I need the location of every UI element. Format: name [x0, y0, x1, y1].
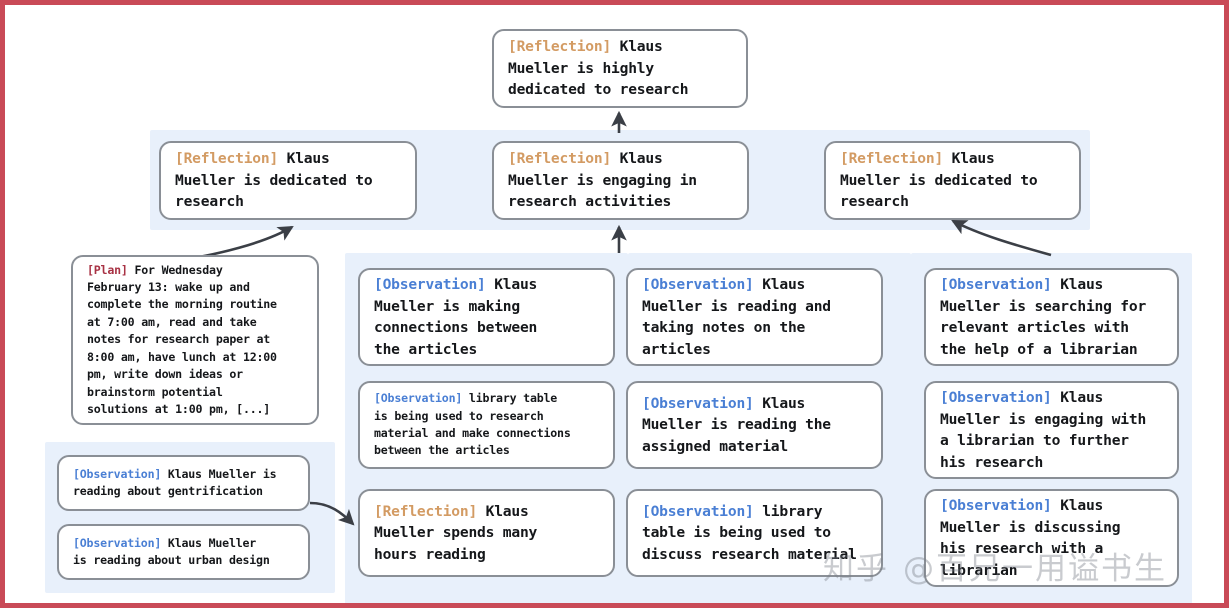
observation-tag: [Observation] — [642, 276, 754, 293]
column-3-item-2[interactable]: [Observation] Klaus Mueller is engaging … — [924, 381, 1179, 479]
bottom-left-observation-2[interactable]: [Observation] Klaus Mueller is reading a… — [57, 524, 310, 580]
column-2-item-3[interactable]: [Observation] library table is being use… — [626, 489, 883, 577]
column-2-item-1-body: Klaus Mueller is reading and taking note… — [642, 276, 831, 358]
reflection-middle-text: [Reflection] Klaus Mueller is engaging i… — [494, 148, 747, 213]
column-2-item-1[interactable]: [Observation] Klaus Mueller is reading a… — [626, 268, 883, 366]
column-2-item-2[interactable]: [Observation] Klaus Mueller is reading t… — [626, 381, 883, 469]
column-1-item-1-body: Klaus Mueller is making connections betw… — [374, 276, 538, 358]
observation-tag: [Observation] — [642, 502, 754, 520]
reflection-tag: [Reflection] — [175, 150, 279, 168]
column-1-item-2-body: library table is being used to research … — [374, 391, 571, 458]
reflection-tag: [Reflection] — [508, 38, 612, 56]
column-2-item-3-body: library table is being used to discuss r… — [642, 502, 857, 563]
column-1-item-1-text: [Observation] Klaus Mueller is making co… — [360, 274, 613, 360]
column-1-item-3-body: Klaus Mueller spends many hours reading — [374, 502, 538, 563]
reflection-left-text: [Reflection] Klaus Mueller is dedicated … — [161, 148, 415, 213]
root-reflection-body: Klaus Mueller is highly dedicated to res… — [508, 38, 689, 99]
plan-body: For Wednesday February 13: wake up and c… — [87, 262, 277, 416]
column-3-item-2-body: Klaus Mueller is engaging with a librari… — [940, 389, 1147, 471]
plan-node[interactable]: [Plan] For Wednesday February 13: wake u… — [71, 255, 319, 425]
observation-tag: [Observation] — [642, 394, 754, 412]
observation-tag: [Observation] — [940, 497, 1052, 514]
column-3-item-1-text: [Observation] Klaus Mueller is searching… — [926, 274, 1177, 360]
observation-tag: [Observation] — [940, 276, 1052, 293]
reflection-tag: [Reflection] — [508, 150, 612, 168]
column-1-item-2[interactable]: [Observation] library table is being use… — [358, 381, 615, 469]
column-3-item-1-body: Klaus Mueller is searching for relevant … — [940, 276, 1147, 358]
plan-text: [Plan] For Wednesday February 13: wake u… — [73, 262, 317, 419]
reflection-tag: [Reflection] — [840, 150, 944, 168]
observation-tag: [Observation] — [940, 389, 1052, 406]
column-3-item-2-text: [Observation] Klaus Mueller is engaging … — [926, 387, 1177, 473]
reflection-left-body: Klaus Mueller is dedicated to research — [175, 150, 373, 211]
bottom-left-observation-1[interactable]: [Observation] Klaus Mueller is reading a… — [57, 455, 310, 511]
plan-tag: [Plan] — [87, 262, 128, 277]
bottom-left-observation-1-text: [Observation] Klaus Mueller is reading a… — [59, 466, 308, 501]
reflection-right-text: [Reflection] Klaus Mueller is dedicated … — [826, 148, 1079, 213]
column-3-item-1[interactable]: [Observation] Klaus Mueller is searching… — [924, 268, 1179, 366]
reflection-node-left[interactable]: [Reflection] Klaus Mueller is dedicated … — [159, 141, 417, 220]
root-reflection-text: [Reflection] Klaus Mueller is highly ded… — [494, 36, 746, 101]
column-1-item-3-text: [Reflection] Klaus Mueller spends many h… — [360, 501, 613, 566]
observation-tag: [Observation] — [73, 466, 162, 481]
column-2-item-1-text: [Observation] Klaus Mueller is reading a… — [628, 274, 881, 360]
column-2-item-3-text: [Observation] library table is being use… — [628, 501, 881, 566]
column-1-item-1[interactable]: [Observation] Klaus Mueller is making co… — [358, 268, 615, 366]
reflection-node-middle[interactable]: [Reflection] Klaus Mueller is engaging i… — [492, 141, 749, 220]
observation-tag: [Observation] — [374, 391, 463, 406]
bottom-left-observation-1-body: Klaus Mueller is reading about gentrific… — [73, 466, 277, 498]
reflection-tag: [Reflection] — [374, 502, 478, 520]
column-1-item-2-text: [Observation] library table is being use… — [360, 390, 613, 460]
column-1-item-3[interactable]: [Reflection] Klaus Mueller spends many h… — [358, 489, 615, 577]
column-3-item-3-text: [Observation] Klaus Mueller is discussin… — [926, 495, 1177, 581]
column-3-item-3[interactable]: [Observation] Klaus Mueller is discussin… — [924, 489, 1179, 587]
column-3-item-3-body: Klaus Mueller is discussing his research… — [940, 497, 1121, 579]
observation-tag: [Observation] — [374, 276, 486, 293]
bottom-left-observation-2-text: [Observation] Klaus Mueller is reading a… — [59, 535, 308, 570]
bottom-left-observation-2-body: Klaus Mueller is reading about urban des… — [73, 535, 270, 567]
column-2-item-2-text: [Observation] Klaus Mueller is reading t… — [628, 393, 881, 458]
root-reflection-node[interactable]: [Reflection] Klaus Mueller is highly ded… — [492, 29, 748, 108]
reflection-node-right[interactable]: [Reflection] Klaus Mueller is dedicated … — [824, 141, 1081, 220]
reflection-right-body: Klaus Mueller is dedicated to research — [840, 150, 1038, 211]
reflection-middle-body: Klaus Mueller is engaging in research ac… — [508, 150, 697, 211]
observation-tag: [Observation] — [73, 535, 162, 550]
column-2-item-2-body: Klaus Mueller is reading the assigned ma… — [642, 394, 831, 455]
